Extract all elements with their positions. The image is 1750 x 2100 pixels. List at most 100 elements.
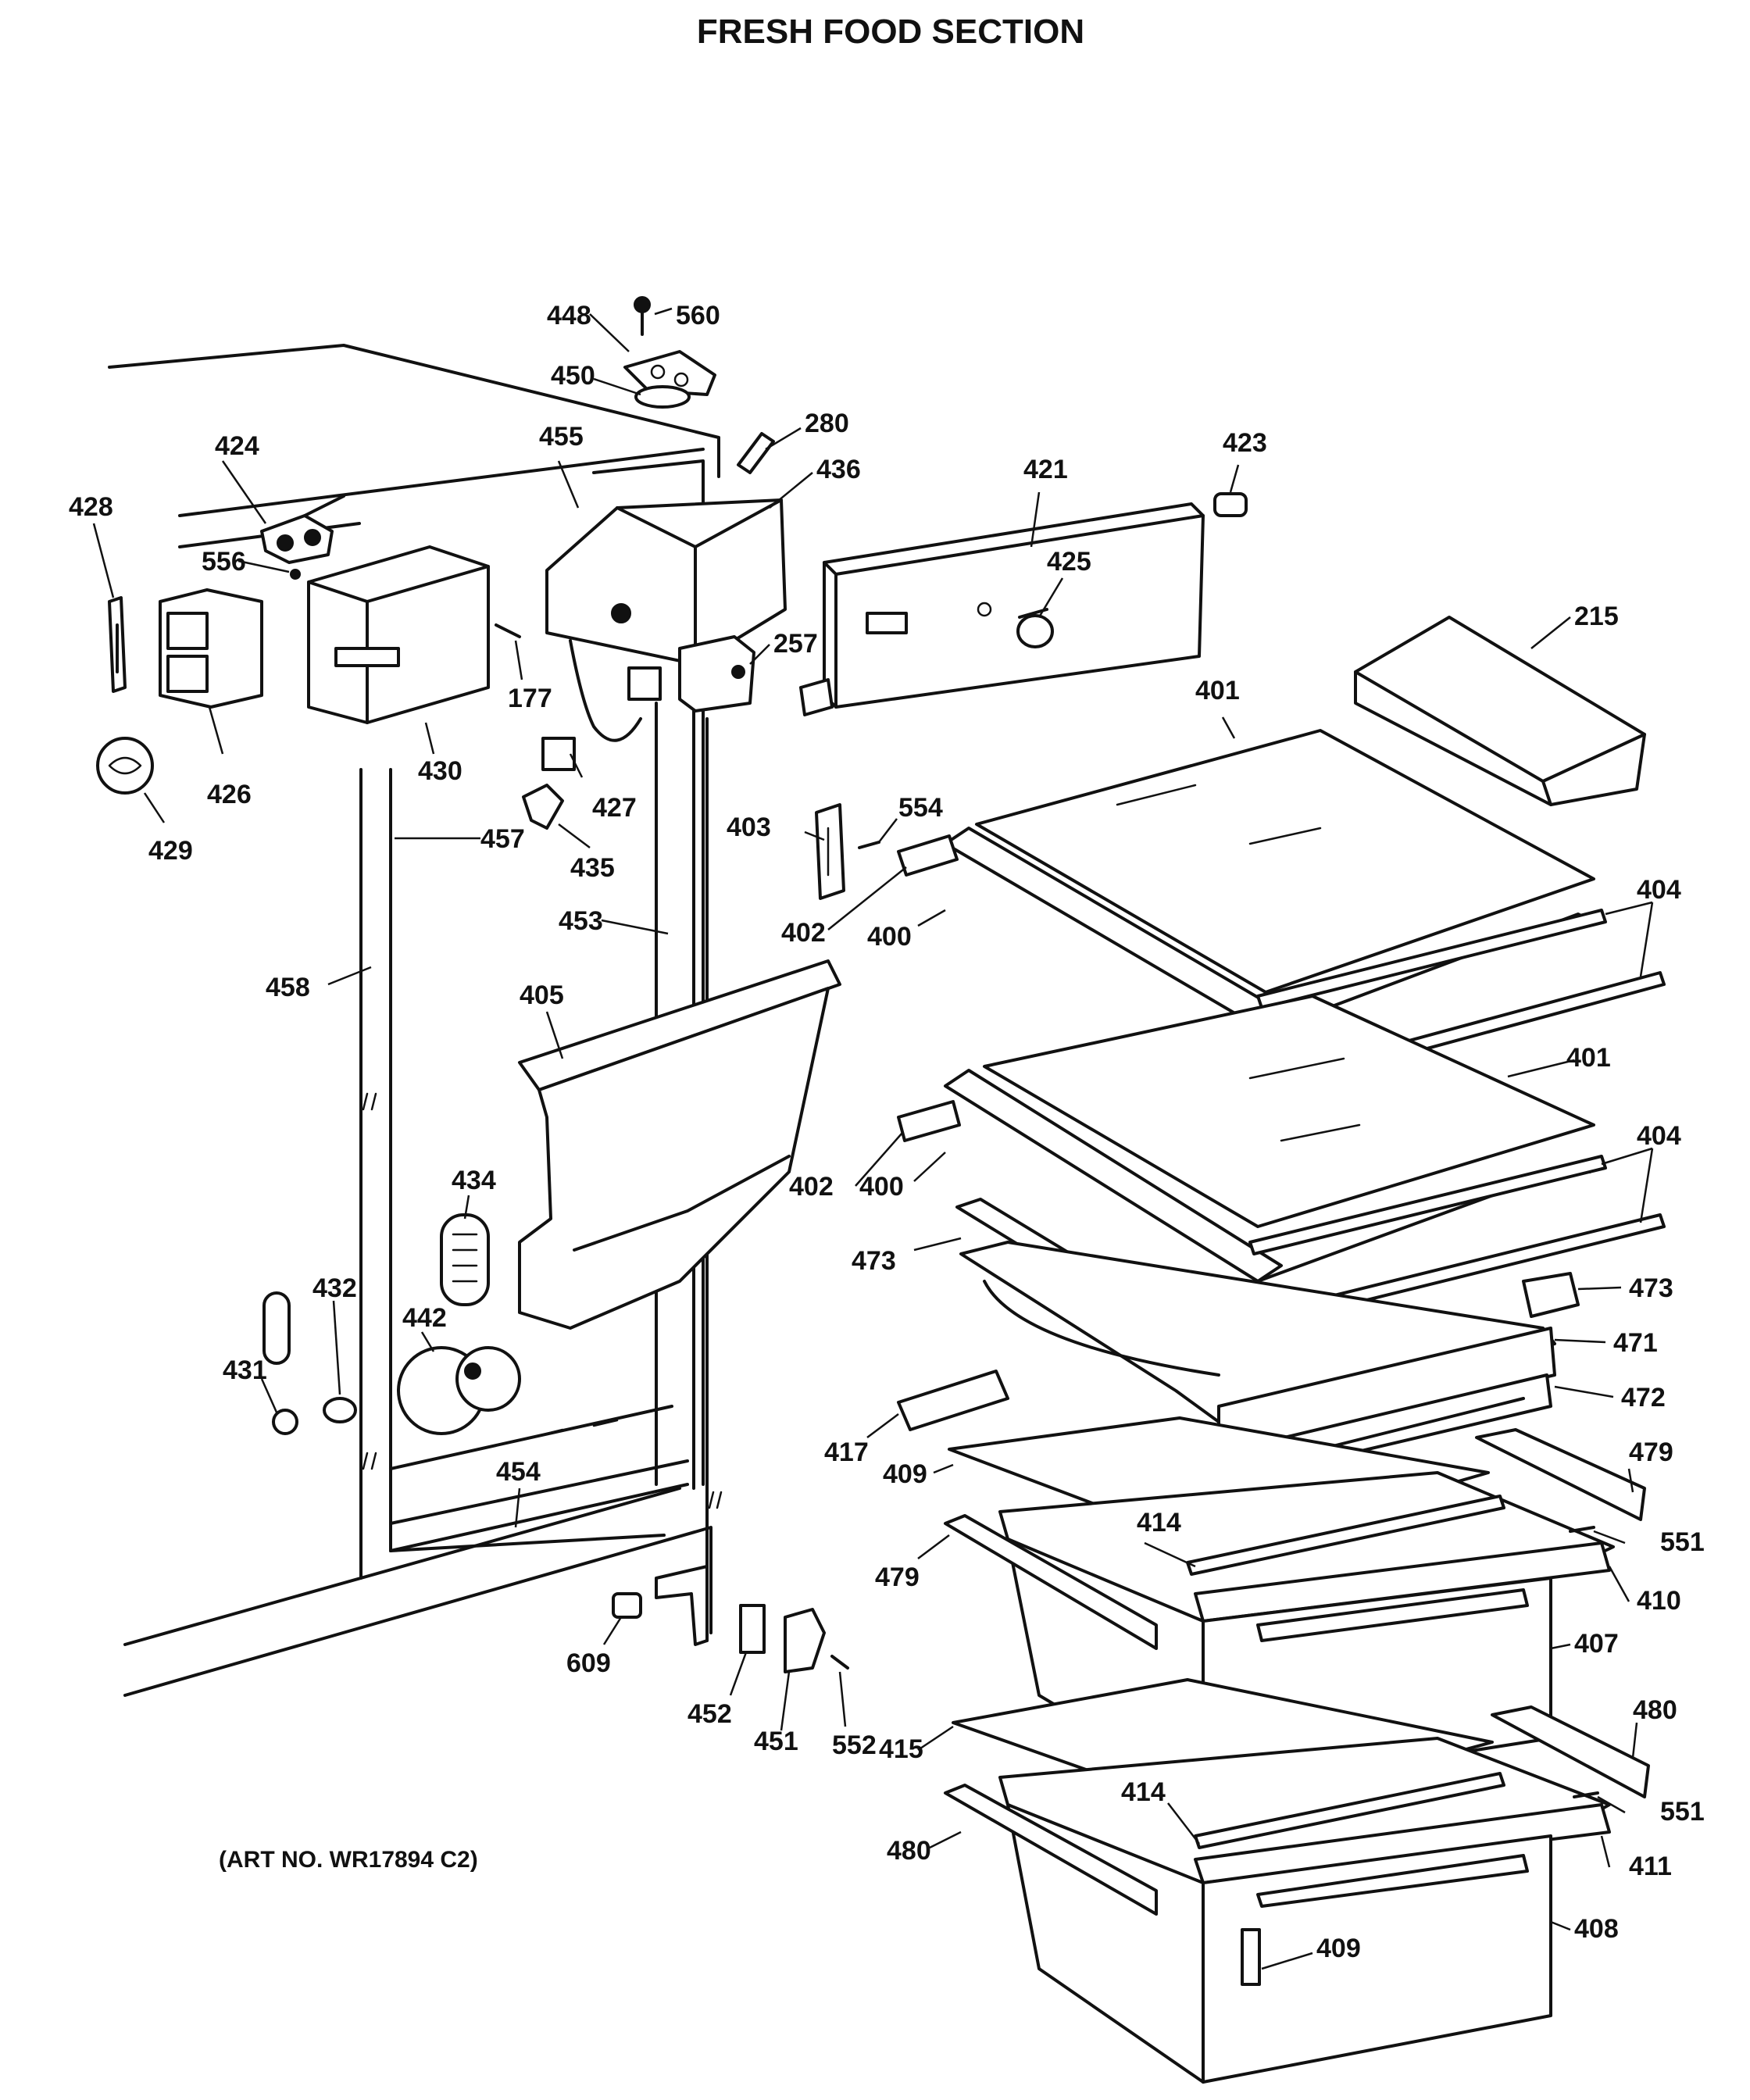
- callout-480a: 480: [1633, 1695, 1677, 1725]
- callout-432: 432: [312, 1273, 357, 1303]
- callout-472: 472: [1621, 1383, 1666, 1412]
- support-414-upper: [1186, 1495, 1505, 1576]
- damper-442: [397, 1346, 521, 1435]
- screw-551-upper: [1569, 1526, 1595, 1533]
- callout-448: 448: [547, 301, 591, 330]
- timer-257: [678, 635, 755, 712]
- callout-427: 427: [592, 793, 637, 823]
- screw-554: [858, 841, 880, 849]
- bracket-451: [784, 1608, 826, 1673]
- callout-402a: 402: [781, 918, 826, 948]
- clip-435: [522, 784, 564, 830]
- callout-609: 609: [566, 1648, 611, 1678]
- art-number: (ART NO. WR17894 C2): [219, 1847, 478, 1873]
- drawer-rail-480-left: [944, 1784, 1158, 1916]
- shelf-rails-lower-404: [1248, 1155, 1666, 1310]
- callout-450: 450: [551, 361, 595, 391]
- hinge-plate-448: [623, 350, 716, 396]
- callout-404b: 404: [1637, 1121, 1681, 1151]
- washer-450: [634, 385, 691, 409]
- callout-457: 457: [480, 824, 525, 854]
- callout-421: 421: [1023, 455, 1068, 484]
- shelf-support-403: [815, 803, 845, 900]
- callout-429: 429: [148, 836, 193, 866]
- callout-431: 431: [223, 1355, 267, 1385]
- knob-425: [1016, 608, 1054, 648]
- glass-shelf-lower-401: [983, 995, 1595, 1228]
- drawer-rail-480-right: [1491, 1705, 1650, 1798]
- diagram-title: FRESH FOOD SECTION: [697, 12, 1084, 51]
- callout-552: 552: [832, 1730, 877, 1760]
- callout-403: 403: [727, 812, 771, 842]
- callout-414b: 414: [1121, 1777, 1166, 1807]
- callout-411: 411: [1629, 1852, 1672, 1881]
- callout-452: 452: [688, 1699, 732, 1729]
- support-414-lower: [1194, 1772, 1505, 1849]
- plug-431: [272, 1409, 298, 1435]
- glide-473-right: [1522, 1272, 1580, 1318]
- callout-400a: 400: [867, 922, 912, 952]
- callout-400b: 400: [859, 1172, 904, 1202]
- callout-257: 257: [773, 629, 818, 659]
- callout-405: 405: [520, 980, 564, 1010]
- callout-177: 177: [508, 684, 552, 713]
- callout-426: 426: [207, 780, 252, 809]
- screw-177: [495, 623, 521, 638]
- callout-215: 215: [1574, 602, 1619, 631]
- callout-480b: 480: [887, 1836, 931, 1866]
- callout-473a: 473: [852, 1246, 896, 1276]
- callout-435: 435: [570, 853, 615, 883]
- callout-409a: 409: [883, 1459, 927, 1489]
- callout-labels: 448 560 450 280 424 455 436 421 423 428 …: [69, 301, 1705, 1963]
- callout-442: 442: [402, 1303, 447, 1333]
- screw-556: [290, 569, 301, 580]
- callout-402b: 402: [789, 1172, 834, 1202]
- clip-609: [612, 1592, 642, 1619]
- callout-453: 453: [559, 906, 603, 936]
- bulb-423: [1213, 492, 1248, 517]
- callout-554: 554: [898, 793, 943, 823]
- control-housing-430: [307, 545, 490, 724]
- callout-409b: 409: [1316, 1934, 1361, 1963]
- callout-551b: 551: [1660, 1797, 1705, 1827]
- callout-479b: 479: [875, 1562, 920, 1592]
- callout-473b: 473: [1629, 1273, 1673, 1303]
- callout-455: 455: [539, 422, 584, 452]
- callout-423: 423: [1223, 428, 1267, 458]
- shelf-frame-lower-400: [897, 1069, 1591, 1283]
- callout-401a: 401: [1195, 676, 1240, 705]
- callout-417: 417: [824, 1438, 869, 1467]
- callout-479a: 479: [1629, 1438, 1673, 1467]
- callout-404a: 404: [1637, 875, 1681, 905]
- callout-280: 280: [805, 409, 849, 438]
- knob-429: [96, 737, 154, 795]
- callout-410: 410: [1637, 1586, 1681, 1616]
- callout-424: 424: [215, 431, 259, 461]
- bracket-428: [108, 596, 127, 693]
- screw-551-lower: [1573, 1791, 1599, 1798]
- callout-560: 560: [676, 301, 720, 330]
- meat-pan-405: [518, 959, 841, 1330]
- callout-458: 458: [266, 973, 310, 1002]
- callout-434: 434: [452, 1166, 496, 1195]
- callout-454: 454: [496, 1457, 541, 1487]
- callout-414a: 414: [1137, 1508, 1181, 1538]
- drawer-rail-479-right: [1475, 1428, 1646, 1521]
- light-housing-426: [159, 588, 263, 709]
- callout-556: 556: [202, 547, 246, 577]
- thermostat-424: [260, 495, 345, 564]
- callout-436: 436: [816, 455, 861, 484]
- callout-407: 407: [1574, 1629, 1619, 1659]
- leader-lines: [92, 307, 1654, 1970]
- pin-280: [737, 432, 775, 474]
- callout-425: 425: [1047, 547, 1091, 577]
- control-panel-421: [799, 502, 1205, 716]
- callout-408: 408: [1574, 1914, 1619, 1944]
- callout-551a: 551: [1660, 1527, 1705, 1557]
- callout-415: 415: [879, 1734, 923, 1764]
- callout-428: 428: [69, 492, 113, 522]
- wire-harness-427: [541, 639, 662, 771]
- callout-471: 471: [1613, 1328, 1658, 1358]
- callout-451: 451: [754, 1727, 798, 1756]
